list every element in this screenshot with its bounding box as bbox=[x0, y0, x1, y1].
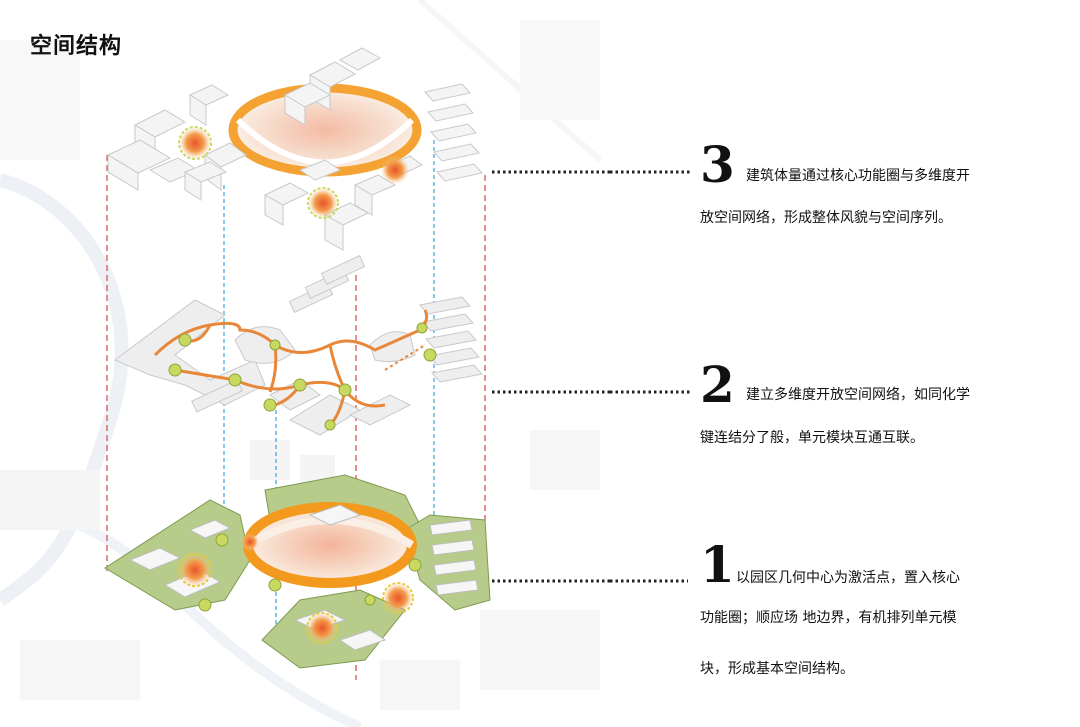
step-number: 1 bbox=[700, 535, 735, 594]
network-node bbox=[293, 378, 307, 392]
network-node bbox=[364, 594, 376, 606]
hotspot bbox=[382, 582, 414, 614]
network-node bbox=[268, 578, 282, 592]
network-node bbox=[263, 398, 277, 412]
connector-extension bbox=[610, 170, 690, 583]
hotspot bbox=[306, 612, 338, 644]
hotspot bbox=[178, 126, 212, 160]
background-city-map bbox=[0, 173, 363, 727]
network-node bbox=[423, 348, 437, 362]
hotspot bbox=[307, 187, 339, 219]
network-node bbox=[215, 533, 229, 547]
hotspot bbox=[241, 533, 259, 551]
network-node bbox=[338, 383, 352, 397]
step-text-line: 建立多维度开放空间网络，如同化学 bbox=[746, 387, 970, 403]
step-text-line: 以园区几何中心为激活点，置入核心 bbox=[736, 570, 960, 586]
step-text-line: 块，形成基本空间结构。 bbox=[700, 661, 854, 677]
network-node bbox=[408, 558, 422, 572]
network-node bbox=[324, 419, 336, 431]
step-text-line: 键连结分了般，单元模块互通互联。 bbox=[700, 430, 924, 446]
step-number: 3 bbox=[700, 135, 735, 194]
step-text-line: 建筑体量通过核心功能圈与多维度开 bbox=[746, 168, 970, 184]
network-node bbox=[168, 363, 182, 377]
step-text-line: 功能圈；顺应场 地边界，有机排列单元模 bbox=[700, 610, 957, 626]
page-title: 空间结构 bbox=[30, 34, 123, 59]
step-number: 2 bbox=[700, 355, 735, 414]
network-node bbox=[416, 322, 428, 334]
step-text-line: 放空间网络，形成整体风貌与空间序列。 bbox=[700, 210, 952, 226]
hotspot bbox=[381, 156, 409, 184]
connector-lines bbox=[492, 170, 610, 583]
layer-1-ground-plan bbox=[104, 474, 491, 669]
spatial-structure-diagram bbox=[0, 47, 610, 727]
network-node bbox=[178, 333, 192, 347]
network-node bbox=[198, 598, 212, 612]
hotspot bbox=[178, 553, 212, 587]
layer-2-open-space-network bbox=[114, 255, 483, 436]
network-node bbox=[228, 373, 242, 387]
layer-3-building-massing bbox=[106, 47, 483, 251]
network-node bbox=[269, 339, 281, 351]
